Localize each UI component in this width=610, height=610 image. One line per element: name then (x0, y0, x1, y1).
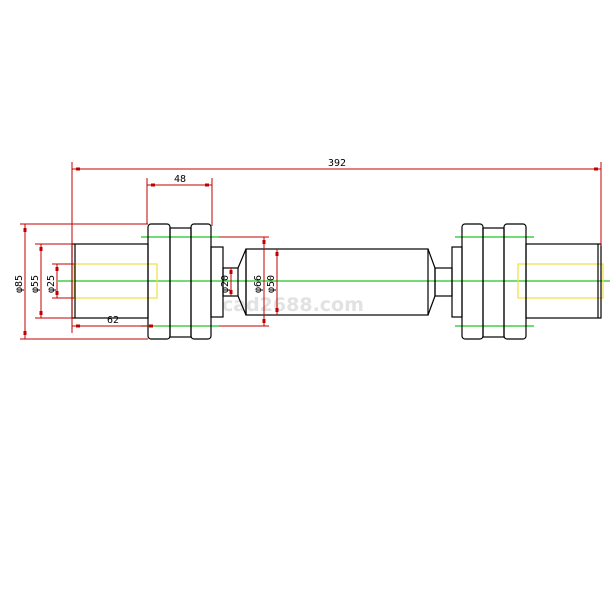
right-bore-hidden (517, 263, 604, 299)
dim-shaft-end-length: 62 (107, 315, 119, 326)
dim-shaft-end-diameter: φ55 (30, 275, 41, 293)
dimensions: 392 48 62 φ85 φ55 φ25 φ20 (14, 158, 602, 340)
watermark: cad2688.com (222, 294, 364, 316)
dim-flange-width: 48 (174, 174, 186, 185)
left-flange-neck (169, 227, 192, 338)
right-shaft-end (525, 243, 602, 319)
dim-overall-length: 392 (328, 158, 346, 169)
right-flange-neck (482, 227, 505, 338)
main-shaft (245, 248, 429, 316)
dim-neck-diameter: φ20 (220, 275, 231, 293)
left-bore-hidden (73, 263, 158, 299)
dim-flange-diameter: φ85 (14, 275, 25, 293)
dim-main-shaft-diameter: φ50 (266, 275, 277, 293)
dim-bearing-diameter: φ66 (253, 275, 264, 293)
right-cone (427, 248, 436, 316)
right-neck (434, 267, 453, 297)
right-collar (451, 246, 463, 318)
shaft-outline (71, 223, 602, 340)
dim-bore-diameter: φ25 (46, 275, 57, 293)
